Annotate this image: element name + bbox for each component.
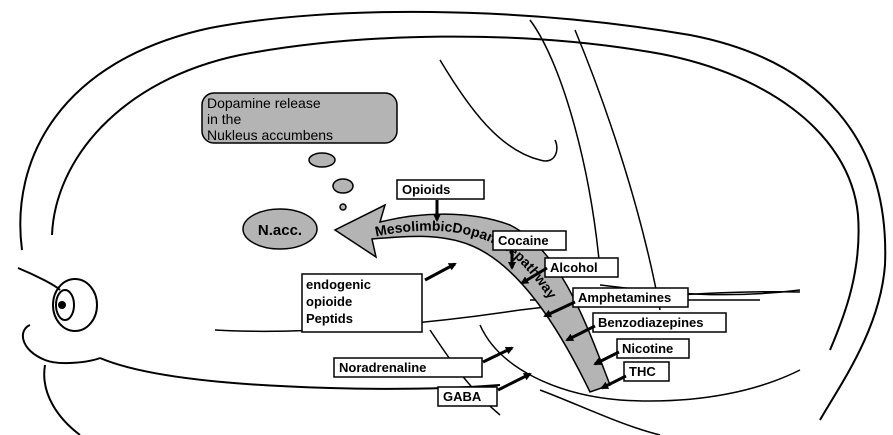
svg-text:Nicotine: Nicotine	[622, 341, 673, 356]
gaba-label: GABA	[438, 374, 530, 406]
bubble-dot-small	[340, 204, 346, 210]
noradrenaline-label: Noradrenaline	[334, 348, 512, 377]
svg-text:Benzodiazepines: Benzodiazepines	[598, 315, 703, 330]
svg-text:Amphetamines: Amphetamines	[578, 290, 671, 305]
svg-text:GABA: GABA	[443, 389, 482, 404]
svg-text:Cocaine: Cocaine	[498, 233, 549, 248]
svg-text:Noradrenaline: Noradrenaline	[339, 360, 426, 375]
bubble-dot-large	[309, 153, 335, 167]
svg-text:THC: THC	[629, 364, 656, 379]
eye-icon	[53, 279, 97, 331]
bubble-line-3: Nukleus accumbens	[207, 127, 333, 143]
nicotine-label: Nicotine	[595, 339, 689, 364]
gaba-arrow	[498, 374, 530, 390]
dopamine-release-bubble: Dopamine release in the Nukleus accumben…	[202, 93, 397, 210]
svg-text:Opioids: Opioids	[402, 182, 450, 197]
bubble-line-1: Dopamine release	[207, 95, 321, 111]
svg-text:endogenic: endogenic	[306, 277, 371, 292]
nacc-label: N.acc.	[258, 222, 302, 239]
endogenic-arrow	[425, 264, 455, 280]
bubble-line-2: in the	[207, 111, 241, 127]
bubble-dot-medium	[333, 179, 353, 193]
svg-text:opioide: opioide	[306, 294, 352, 309]
thc-label: THC	[602, 362, 669, 388]
nucleus-accumbens: N.acc.	[243, 209, 317, 249]
svg-text:Alcohol: Alcohol	[550, 260, 598, 275]
svg-text:Peptids: Peptids	[306, 311, 353, 326]
